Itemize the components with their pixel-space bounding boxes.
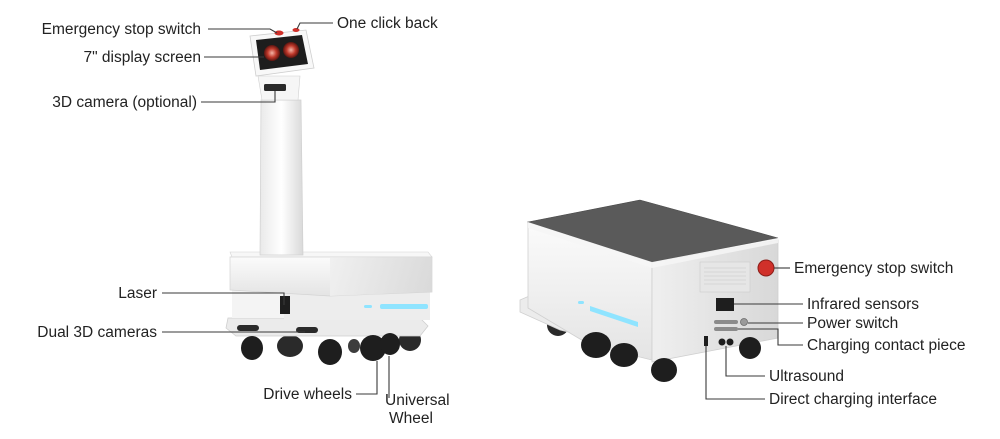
label-universal-line1: Universal [385, 392, 450, 409]
left-body-side-shade [330, 257, 432, 296]
right-infrared-sensor [716, 298, 734, 311]
leader-one-click-back [296, 22, 333, 30]
label-one-click-back: One click back [337, 15, 438, 32]
left-drive-wheel-back [277, 335, 303, 357]
right-light-strip [590, 306, 638, 327]
right-vent-lines [704, 267, 746, 285]
right-ultrasound-2 [726, 338, 734, 346]
right-leader-lines [705, 267, 803, 400]
label-universal-line2: Wheel [389, 410, 433, 427]
label-power-switch: Power switch [807, 315, 898, 332]
label-dual-cameras: Dual 3D cameras [37, 324, 157, 341]
right-ultrasound-1 [718, 338, 726, 346]
left-robot [225, 28, 433, 365]
right-wheel-4 [739, 337, 761, 359]
right-charging-contact-2 [714, 327, 738, 331]
leader-charging-contact [738, 328, 803, 346]
left-universal-wheel [380, 333, 400, 355]
left-leader-lines [162, 22, 390, 398]
left-emergency-stop-button [274, 30, 284, 36]
left-drive-wheel-2 [318, 339, 342, 365]
leader-direct-charging [705, 346, 765, 400]
left-laser-window [280, 296, 290, 314]
left-drive-wheel-1 [241, 336, 263, 360]
right-direct-charging-port [704, 336, 708, 346]
left-3d-camera-lens [264, 84, 286, 91]
leader-emergency-stop-left [208, 28, 278, 34]
right-wheel-1 [581, 332, 611, 358]
left-wheel-hub [348, 339, 360, 353]
right-emergency-stop-button [757, 259, 775, 277]
label-direct-charging: Direct charging interface [769, 391, 937, 408]
label-infrared: Infrared sensors [807, 296, 919, 313]
label-ultrasound: Ultrasound [769, 368, 844, 385]
label-laser: Laser [118, 285, 157, 302]
label-charging-contact: Charging contact piece [807, 337, 966, 354]
right-power-switch [740, 318, 748, 326]
leader-3d-camera [201, 91, 276, 103]
label-3d-camera: 3D camera (optional) [52, 94, 197, 111]
left-drive-wheel-3 [360, 335, 386, 361]
left-light-strip-dot [364, 305, 372, 308]
leader-ultrasound [725, 346, 765, 377]
leader-laser [162, 292, 285, 305]
left-eye-2 [283, 42, 299, 58]
label-drive-wheels: Drive wheels [263, 386, 352, 403]
left-light-strip [380, 304, 428, 309]
left-pole [259, 99, 304, 256]
left-camera-1 [237, 325, 259, 331]
leader-drive-wheels [356, 361, 378, 395]
right-charging-contact [714, 320, 738, 324]
right-light-strip-dot [578, 301, 584, 304]
right-vent-panel [699, 261, 751, 293]
label-emergency-stop-right: Emergency stop switch [794, 260, 953, 277]
label-display-screen: 7" display screen [83, 49, 201, 66]
right-wheel-2 [610, 343, 638, 367]
right-robot [519, 199, 779, 382]
left-one-click-back-button [292, 28, 300, 32]
right-wheel-3 [651, 358, 677, 382]
left-eye-1 [264, 45, 280, 61]
left-display-screen [256, 35, 308, 70]
label-emergency-stop-left: Emergency stop switch [42, 21, 201, 38]
left-lower-body [232, 288, 284, 318]
